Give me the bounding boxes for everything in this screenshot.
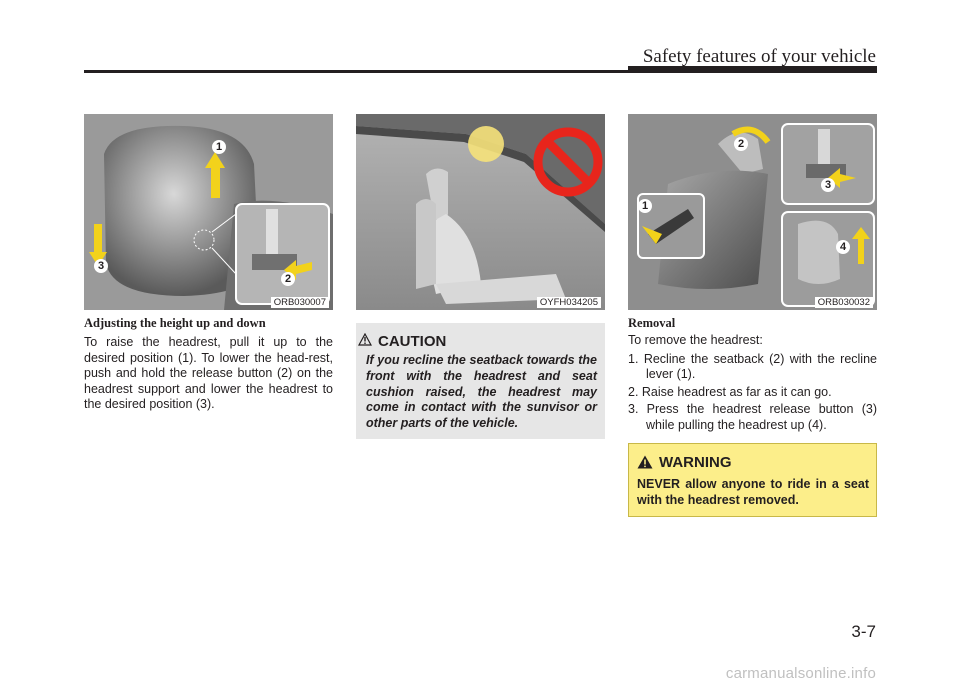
removal-step: 1. Recline the seatback (2) with the rec… — [628, 351, 877, 382]
callout-1: 1 — [638, 199, 652, 213]
headrest-shape — [104, 125, 259, 296]
headrest-icon — [426, 168, 448, 221]
arrow-press-icon — [828, 168, 856, 188]
header-rule — [84, 70, 877, 73]
caution-text: If you recline the seatback towards the … — [366, 353, 597, 431]
warning-box: WARNING NEVER allow anyone to ride in a … — [628, 443, 877, 517]
removal-step: 2. Raise headrest as far as it can go. — [628, 384, 832, 399]
seat-cushion-icon — [436, 274, 566, 304]
figure-code: ORB030032 — [814, 297, 873, 308]
callout-2: 2 — [734, 137, 748, 151]
section-title-removal: Removal — [628, 316, 676, 330]
headrest-adjust-illustration — [84, 114, 333, 310]
callout-3: 3 — [94, 259, 108, 273]
arrow-up-icon — [211, 166, 220, 198]
watermark: carmanualsonline.info — [725, 665, 876, 682]
removal-intro: To remove the headrest: — [628, 333, 763, 347]
arrow-down-icon — [94, 224, 102, 254]
figure-code: ORB030007 — [270, 297, 329, 308]
figure-code: OYFH034205 — [536, 297, 601, 308]
removal-step: 3. Press the headrest release button (3)… — [628, 402, 877, 432]
header-title: Safety features of your vehicle — [642, 46, 876, 67]
callout-2: 2 — [281, 272, 295, 286]
arrow-lever-icon — [642, 226, 662, 244]
column-adjusting: 1 2 3 ORB030007 Adjusting the height up … — [84, 114, 333, 413]
prohibition-icon — [533, 127, 603, 197]
arrow-recline-icon — [731, 126, 771, 144]
caution-triangle-icon — [358, 333, 372, 346]
headrest-icon — [718, 132, 763, 174]
callout-1: 1 — [212, 140, 226, 154]
section-title-adjusting: Adjusting the height up and down — [84, 316, 266, 330]
headrest-removal-illustration — [628, 114, 877, 310]
page-number: 3-7 — [851, 622, 876, 641]
arrow-press-icon — [296, 262, 312, 274]
seatback-icon — [427, 214, 481, 294]
figure-headrest-adjust: 1 2 3 ORB030007 — [84, 114, 333, 310]
contact-burst-icon — [468, 126, 504, 162]
caution-label: CAUTION — [378, 333, 447, 350]
caution-box: CAUTION If you recline the seatback towa… — [356, 322, 605, 439]
warning-text: NEVER allow anyone to ride in a seat wit… — [637, 477, 869, 507]
recline-illustration — [356, 114, 605, 310]
removal-steps: 1. Recline the seatback (2) with the rec… — [628, 352, 877, 434]
figure-headrest-removal: 1 2 3 4 ORB030032 — [628, 114, 877, 310]
warning-label: WARNING — [659, 454, 732, 471]
header-rule-accent — [628, 66, 877, 73]
figure-recline-prohibited: OYFH034205 — [356, 114, 605, 310]
warning-triangle-icon — [637, 455, 653, 469]
callout-4: 4 — [836, 240, 850, 254]
column-caution: OYFH034205 — [356, 114, 605, 310]
adjusting-text: To raise the headrest, pull it up to the… — [84, 335, 333, 411]
arrow-up-icon — [852, 227, 870, 264]
callout-3: 3 — [821, 178, 835, 192]
column-removal: 1 2 3 4 ORB030032 Removal To remove the … — [628, 114, 877, 435]
